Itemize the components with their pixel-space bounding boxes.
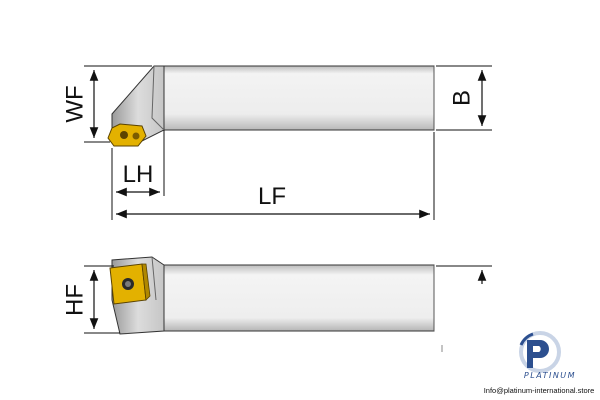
label-lf: LF: [258, 183, 286, 210]
top-view: [107, 65, 435, 147]
insert-side: [109, 263, 151, 305]
dim-b: B: [436, 65, 492, 131]
dim-lh: LH: [111, 130, 165, 220]
platinum-logo-icon: [519, 331, 561, 373]
dim-lf: LF: [116, 132, 435, 220]
shank-side: [163, 264, 435, 332]
label-b: B: [448, 90, 475, 106]
brand-email: Info@platinum-international.store: [483, 386, 595, 395]
label-wf: WF: [61, 85, 88, 122]
dim-h-extension: [436, 265, 492, 352]
label-lh: LH: [123, 161, 154, 188]
dim-hf: HF: [61, 265, 120, 334]
insert-top: [107, 123, 147, 147]
dim-wf: WF: [61, 65, 152, 143]
side-view: [109, 256, 435, 335]
brand-name: PLATINUM: [523, 371, 577, 380]
label-hf: HF: [61, 284, 88, 316]
head-edge-line: [151, 65, 165, 131]
shank-top: [163, 65, 435, 131]
